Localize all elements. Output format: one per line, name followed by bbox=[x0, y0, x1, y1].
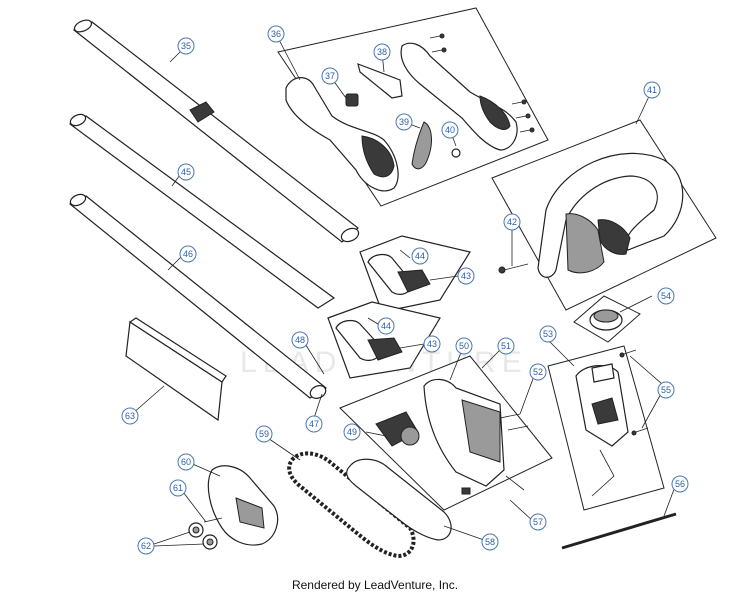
callout-44-lower[interactable]: 44 bbox=[377, 317, 395, 335]
coupler-lower bbox=[327, 301, 441, 379]
svg-text:63: 63 bbox=[125, 411, 135, 421]
bar-nuts bbox=[188, 522, 218, 550]
svg-text:50: 50 bbox=[459, 341, 469, 351]
handle-half-trim bbox=[361, 135, 395, 178]
switch-part bbox=[345, 93, 359, 107]
oil-line bbox=[591, 449, 615, 497]
svg-text:41: 41 bbox=[647, 85, 657, 95]
svg-text:61: 61 bbox=[173, 483, 183, 493]
callout-43-lower[interactable]: 43 bbox=[423, 335, 441, 353]
callout-62[interactable]: 62 bbox=[137, 537, 155, 555]
callout-54[interactable]: 54 bbox=[657, 287, 675, 305]
callout-52[interactable]: 52 bbox=[529, 363, 547, 381]
oil-cap bbox=[573, 295, 641, 343]
handle-half-right bbox=[400, 42, 518, 151]
svg-text:44: 44 bbox=[415, 251, 425, 261]
svg-text:42: 42 bbox=[507, 217, 517, 227]
loop-handle-bolt bbox=[503, 263, 529, 271]
loop-handle-clamp bbox=[565, 213, 605, 274]
oil-tank-window bbox=[591, 397, 619, 425]
svg-text:53: 53 bbox=[543, 329, 553, 339]
svg-text:47: 47 bbox=[309, 419, 319, 429]
svg-text:52: 52 bbox=[533, 367, 543, 377]
mount-bolts bbox=[461, 413, 529, 495]
svg-text:60: 60 bbox=[181, 457, 191, 467]
bar-scabbard-lip bbox=[128, 317, 227, 383]
callout-36[interactable]: 36 bbox=[267, 25, 285, 43]
svg-text:36: 36 bbox=[271, 29, 281, 39]
callout-49[interactable]: 49 bbox=[343, 423, 361, 441]
svg-text:38: 38 bbox=[377, 47, 387, 57]
callout-61[interactable]: 61 bbox=[169, 479, 187, 497]
callout-60[interactable]: 60 bbox=[177, 453, 195, 471]
callout-43-upper[interactable]: 43 bbox=[457, 267, 475, 285]
upper-shaft-tube bbox=[72, 19, 360, 243]
drive-shaft-rod bbox=[561, 512, 677, 550]
svg-text:39: 39 bbox=[399, 117, 409, 127]
svg-text:55: 55 bbox=[661, 385, 671, 395]
callout-58[interactable]: 58 bbox=[481, 533, 499, 551]
saw-chain bbox=[287, 451, 416, 559]
oil-tank-neck bbox=[591, 363, 615, 383]
callout-37[interactable]: 37 bbox=[321, 67, 339, 85]
drive-housing bbox=[423, 378, 505, 487]
spring-part bbox=[451, 148, 461, 158]
svg-text:37: 37 bbox=[325, 71, 335, 81]
callout-45[interactable]: 45 bbox=[177, 163, 195, 181]
callout-63[interactable]: 63 bbox=[121, 407, 139, 425]
extension-tube-lower bbox=[68, 193, 328, 399]
svg-text:49: 49 bbox=[347, 427, 357, 437]
housing-screws bbox=[429, 33, 535, 133]
callout-42[interactable]: 42 bbox=[503, 213, 521, 231]
svg-text:43: 43 bbox=[461, 271, 471, 281]
svg-text:51: 51 bbox=[501, 341, 511, 351]
footer-credit: Rendered by LeadVenture, Inc. bbox=[291, 578, 459, 592]
callout-55[interactable]: 55 bbox=[657, 381, 675, 399]
svg-text:58: 58 bbox=[485, 537, 495, 547]
callout-53[interactable]: 53 bbox=[539, 325, 557, 343]
svg-text:54: 54 bbox=[661, 291, 671, 301]
cover-bolt bbox=[203, 517, 223, 523]
side-cover-plate bbox=[235, 497, 265, 529]
handle-half-right-inner bbox=[479, 95, 511, 130]
callout-35[interactable]: 35 bbox=[177, 37, 195, 55]
svg-text:59: 59 bbox=[259, 429, 269, 439]
drive-housing-plate bbox=[461, 399, 501, 463]
svg-text:48: 48 bbox=[295, 335, 305, 345]
coupler-upper bbox=[359, 235, 471, 313]
svg-text:62: 62 bbox=[141, 541, 151, 551]
svg-text:40: 40 bbox=[445, 125, 455, 135]
lockout-lever bbox=[357, 63, 403, 99]
svg-text:46: 46 bbox=[183, 249, 193, 259]
callout-48[interactable]: 48 bbox=[291, 331, 309, 349]
callout-41[interactable]: 41 bbox=[643, 81, 661, 99]
svg-text:45: 45 bbox=[181, 167, 191, 177]
loop-handle-clamp-right bbox=[597, 219, 631, 255]
callout-59[interactable]: 59 bbox=[255, 425, 273, 443]
callout-50[interactable]: 50 bbox=[455, 337, 473, 355]
svg-text:35: 35 bbox=[181, 41, 191, 51]
trigger-part bbox=[411, 121, 432, 170]
guide-bar bbox=[346, 458, 452, 541]
callout-56[interactable]: 56 bbox=[671, 475, 689, 493]
svg-text:44: 44 bbox=[381, 321, 391, 331]
sprocket-part bbox=[400, 426, 420, 446]
callout-46[interactable]: 46 bbox=[179, 245, 197, 263]
extension-tube-upper bbox=[68, 113, 336, 309]
bolt-head bbox=[498, 266, 506, 274]
callout-44-upper[interactable]: 44 bbox=[411, 247, 429, 265]
callout-57[interactable]: 57 bbox=[529, 513, 547, 531]
callout-51[interactable]: 51 bbox=[497, 337, 515, 355]
tank-screws bbox=[619, 349, 649, 436]
svg-text:56: 56 bbox=[675, 479, 685, 489]
svg-text:57: 57 bbox=[533, 517, 543, 527]
callout-38[interactable]: 38 bbox=[373, 43, 391, 61]
svg-text:43: 43 bbox=[427, 339, 437, 349]
callout-39[interactable]: 39 bbox=[395, 113, 413, 131]
callout-47[interactable]: 47 bbox=[305, 415, 323, 433]
callout-40[interactable]: 40 bbox=[441, 121, 459, 139]
